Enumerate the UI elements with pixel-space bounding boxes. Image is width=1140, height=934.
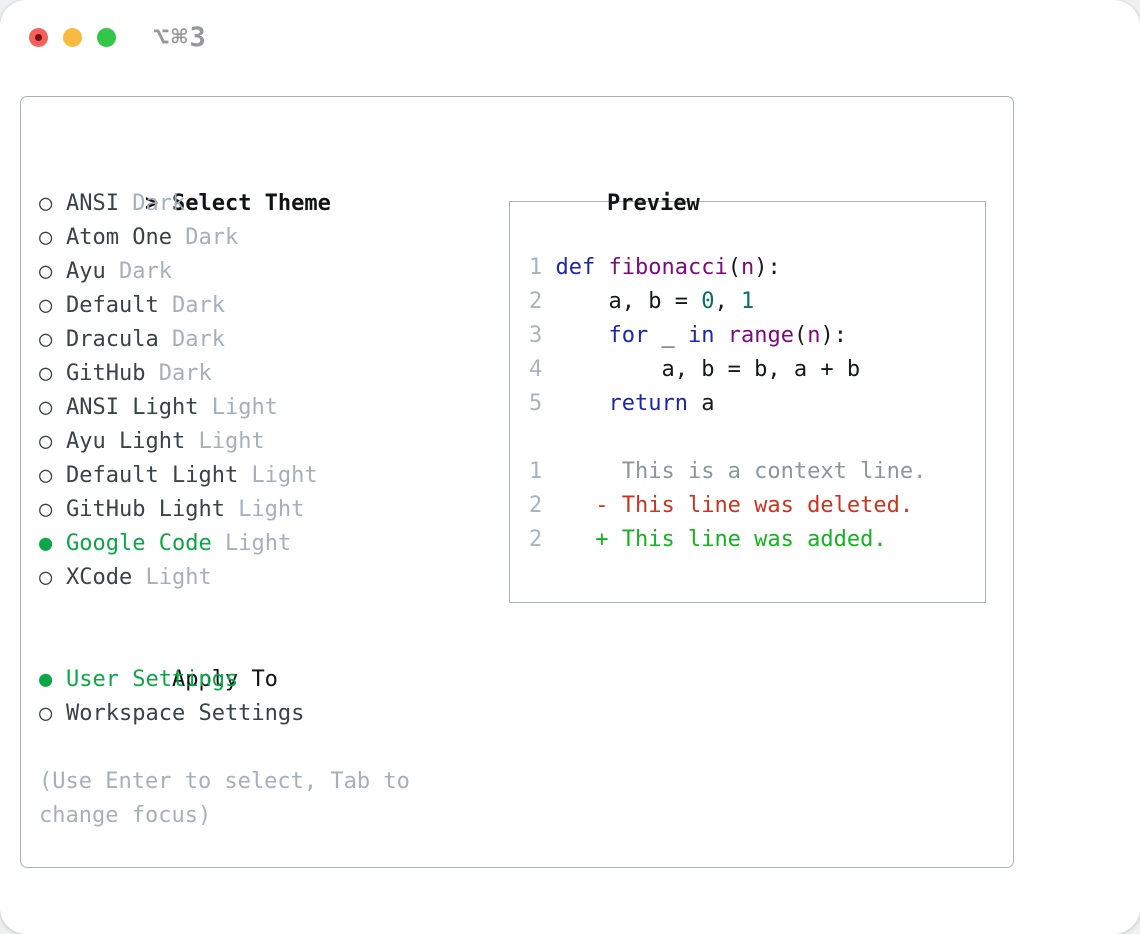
radio-unselected-icon: ○	[39, 327, 53, 352]
radio-unselected-icon: ○	[39, 701, 53, 726]
theme-picker-column: >Select Theme ○ANSI Dark○Atom One Dark○A…	[39, 153, 479, 833]
theme-option[interactable]: ○XCode Light	[39, 561, 479, 595]
radio-unselected-icon: ○	[39, 293, 53, 318]
preview-code-line: 2 - This line was deleted.	[529, 493, 914, 518]
radio-selected-icon: ●	[39, 667, 53, 692]
apply-to-header: Apply To	[39, 629, 479, 692]
theme-option[interactable]: ○GitHub Light Light	[39, 493, 479, 527]
preview-code-line: 3 for _ in range(n):	[529, 323, 847, 348]
theme-option[interactable]: ○Atom One Dark	[39, 221, 479, 255]
radio-unselected-icon: ○	[39, 225, 53, 250]
close-button[interactable]	[29, 27, 48, 47]
preview-title: Preview	[606, 191, 700, 216]
radio-selected-icon: ●	[39, 531, 53, 556]
preview-code-line: 2 a, b = 0, 1	[529, 289, 755, 314]
radio-unselected-icon: ○	[39, 497, 53, 522]
spacer	[39, 595, 479, 629]
prompt-icon: >	[144, 191, 159, 216]
preview-code-line: 4 a, b = b, a + b	[529, 357, 861, 382]
preview-code-line	[529, 421, 985, 455]
radio-unselected-icon: ○	[39, 565, 53, 590]
theme-picker-panel: >Select Theme ○ANSI Dark○Atom One Dark○A…	[20, 96, 1014, 868]
theme-option[interactable]: ○Ayu Light Light	[39, 425, 479, 459]
maximize-button[interactable]	[97, 27, 116, 47]
theme-option[interactable]: ○Ayu Dark	[39, 255, 479, 289]
preview-column: Preview 1 def fibonacci(n): 2 a, b = 0, 1…	[501, 153, 986, 603]
select-theme-header: > Select Theme	[39, 153, 479, 216]
theme-option[interactable]: ○ANSI Light Light	[39, 391, 479, 425]
title-bar: ⌥⌘3	[0, 0, 1140, 74]
minimize-button[interactable]	[63, 27, 82, 47]
theme-option[interactable]: ○GitHub Dark	[39, 357, 479, 391]
theme-option[interactable]: ○Dracula Dark	[39, 323, 479, 357]
theme-option[interactable]: ○Default Dark	[39, 289, 479, 323]
radio-unselected-icon: ○	[39, 429, 53, 454]
window-title: ⌥⌘3	[153, 21, 208, 53]
preview-code-line: 1 def fibonacci(n):	[529, 255, 781, 280]
preview-code-line: 1 This is a context line.	[529, 459, 927, 484]
preview-code-line: 2 + This line was added.	[529, 527, 887, 552]
radio-unselected-icon: ○	[39, 191, 53, 216]
spacer	[39, 731, 479, 765]
radio-unselected-icon: ○	[39, 361, 53, 386]
radio-unselected-icon: ○	[39, 259, 53, 284]
radio-unselected-icon: ○	[39, 463, 53, 488]
apply-to-option[interactable]: ●User Settings	[39, 663, 479, 697]
preview-box: 1 def fibonacci(n): 2 a, b = 0, 1 3 for _ …	[509, 201, 986, 603]
radio-unselected-icon: ○	[39, 395, 53, 420]
preview-code-line: 5 return a	[529, 391, 715, 416]
theme-option[interactable]: ○ANSI Dark	[39, 187, 479, 221]
apply-to-title: Apply To	[171, 667, 278, 692]
theme-list: ○ANSI Dark○Atom One Dark○Ayu Dark○Defaul…	[39, 187, 479, 595]
theme-option[interactable]: ●Google Code Light	[39, 527, 479, 561]
hint-text: (Use Enter to select, Tab to change focu…	[39, 769, 410, 828]
select-theme-title: Select Theme	[171, 191, 331, 216]
apply-to-option[interactable]: ○Workspace Settings	[39, 697, 479, 731]
apply-to-list: ●User Settings○Workspace Settings	[39, 663, 479, 731]
theme-option[interactable]: ○Default Light Light	[39, 459, 479, 493]
